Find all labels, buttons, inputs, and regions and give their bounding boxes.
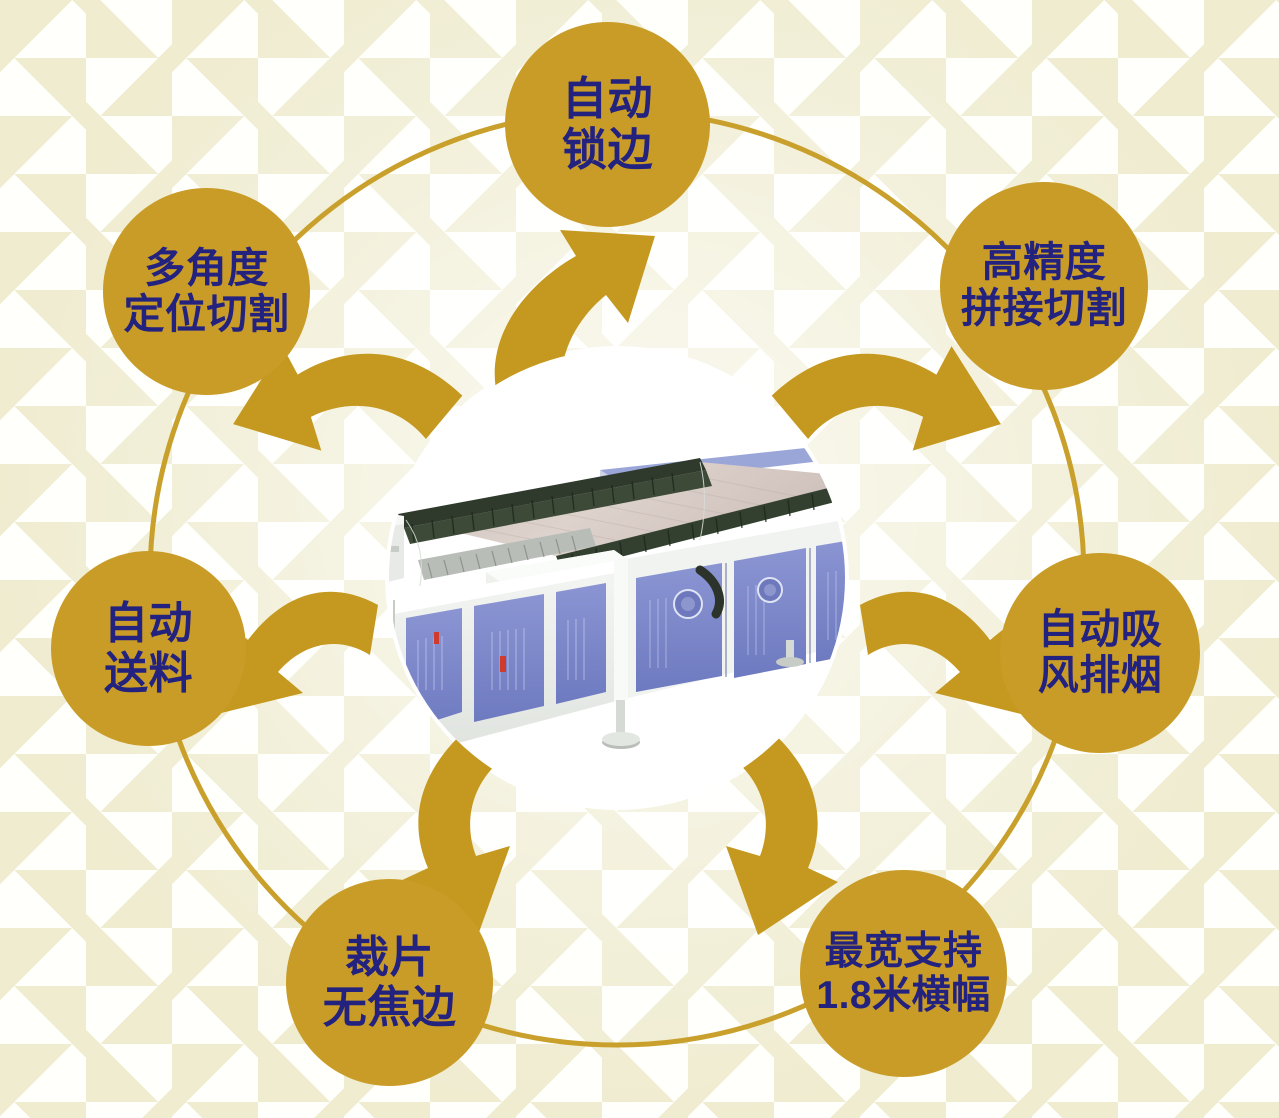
bubble-label-line: 高精度 bbox=[981, 239, 1107, 286]
bubble-label-line: 自动吸 bbox=[1037, 606, 1163, 653]
arrow-to-high-precision bbox=[771, 346, 1001, 451]
bubble-label-line: 锁边 bbox=[561, 123, 653, 175]
arrow-to-auto-exhaust bbox=[860, 591, 1025, 715]
bubble-label-line: 定位切割 bbox=[123, 290, 290, 337]
bubble-label-line: 自动 bbox=[561, 73, 653, 125]
machine-foot bbox=[776, 640, 804, 667]
bubble-multi-angle-cut[interactable]: 多角度 定位切割 bbox=[103, 188, 310, 395]
bubble-label-line: 多角度 bbox=[144, 244, 269, 291]
bubble-auto-feed[interactable]: 自动 送料 bbox=[51, 551, 246, 746]
bubble-label-line: 自动 bbox=[104, 599, 193, 649]
arrow-to-multi-angle-cut bbox=[233, 346, 463, 451]
bubble-auto-exhaust[interactable]: 自动吸 风排烟 bbox=[1000, 553, 1200, 753]
laser-cutting-machine-image: JH-1630 bbox=[389, 350, 845, 806]
bubble-max-width[interactable]: 最宽支持 1.8米横幅 bbox=[800, 870, 1007, 1077]
bubble-label-line: 送料 bbox=[104, 648, 193, 698]
bubble-label-line: 裁片 bbox=[345, 933, 434, 983]
bubble-label-line: 无焦边 bbox=[322, 982, 457, 1032]
bubble-label-line: 1.8米横幅 bbox=[816, 973, 991, 1017]
bubble-no-scorch-edge[interactable]: 裁片 无焦边 bbox=[286, 879, 493, 1086]
machine-foot bbox=[602, 700, 640, 749]
bubble-auto-lock-edge[interactable]: 自动 锁边 bbox=[505, 22, 710, 227]
bubble-label-line: 最宽支持 bbox=[824, 929, 983, 973]
bubble-high-precision-splice-cut[interactable]: 高精度 拼接切割 bbox=[940, 182, 1148, 390]
arrow-to-auto-feed bbox=[213, 591, 378, 715]
arrow-to-max-width bbox=[726, 728, 838, 935]
bubble-label-line: 拼接切割 bbox=[961, 285, 1127, 331]
machine-foot bbox=[391, 742, 417, 767]
arrow-to-no-scorch-edge bbox=[398, 728, 510, 935]
bubble-label-line: 风排烟 bbox=[1037, 652, 1163, 698]
